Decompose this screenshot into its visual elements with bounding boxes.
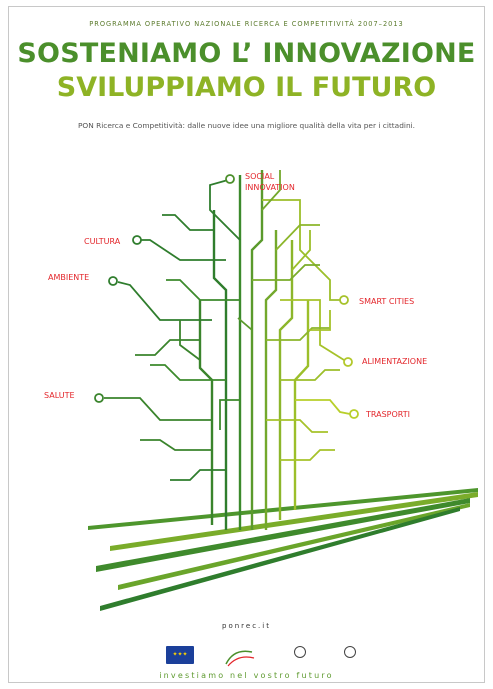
eu-flag-icon: ✦✦✦ (166, 646, 194, 664)
footer-slogan: investiamo nel vostro futuro (159, 671, 334, 680)
poster-frame (8, 6, 485, 683)
title-line-2: SVILUPPIAMO IL FUTURO (56, 72, 437, 103)
subtitle: PON Ricerca e Competitività: dalle nuove… (77, 121, 416, 130)
label-alimentazione: ALIMENTAZIONE (362, 357, 428, 366)
label-ambiente: AMBIENTE (48, 273, 90, 282)
website-text: ponrec.it (222, 622, 271, 630)
label-cultura: CULTURA (84, 237, 121, 246)
program-heading: PROGRAMMA OPERATIVO NAZIONALE RICERCA E … (89, 20, 404, 28)
logo-strip: ✦✦✦ (160, 646, 360, 676)
tree-branches (94, 170, 359, 481)
tree-trunks (198, 170, 310, 530)
ground-lines (88, 488, 478, 611)
label-social-innovation-2: INNOVATION (245, 183, 295, 192)
title-line-1: SOSTENIAMO L’ INNOVAZIONE (17, 38, 476, 69)
label-trasporti: TRASPORTI (366, 410, 411, 419)
pon-logo-icon (222, 646, 256, 670)
label-salute: SALUTE (44, 391, 75, 400)
label-social-innovation-1: SOCIAL (245, 172, 275, 181)
label-smart-cities: SMART CITIES (359, 297, 415, 306)
